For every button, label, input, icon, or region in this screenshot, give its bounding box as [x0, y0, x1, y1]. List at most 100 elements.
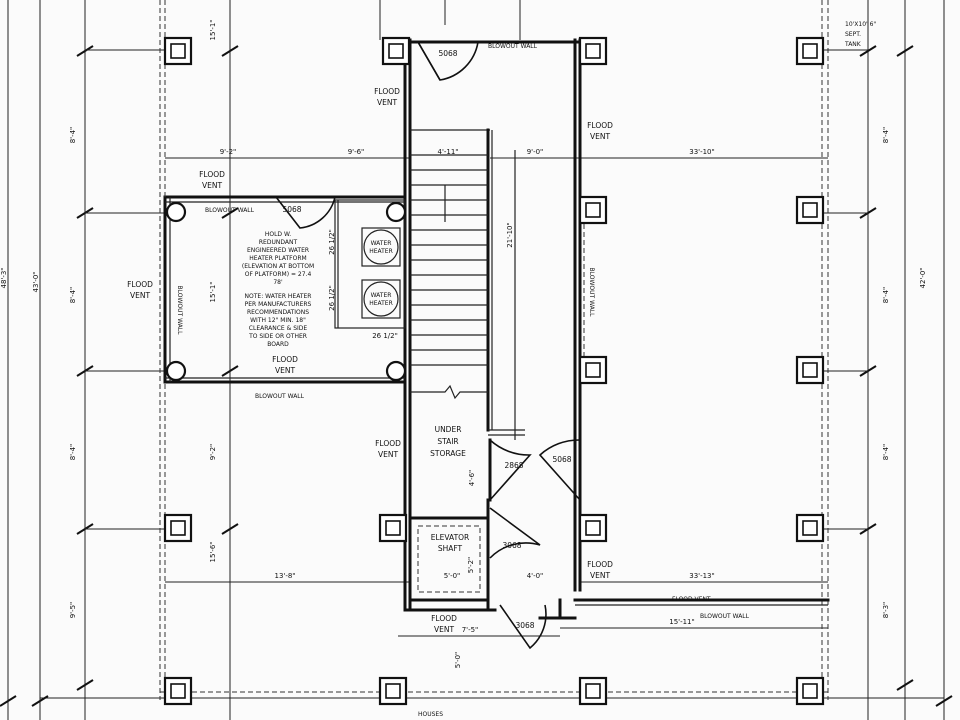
blowout-wall-label-wh: BLOWOUT WALL: [205, 207, 255, 214]
svg-text:HOLD W.: HOLD W.: [265, 231, 291, 238]
svg-text:(ELEVATION AT BOTTOM: (ELEVATION AT BOTTOM: [242, 263, 314, 270]
flood-vent-label: FLOOD: [587, 560, 613, 569]
svg-text:ENGINEERED WATER: ENGINEERED WATER: [247, 247, 309, 254]
dim-text: 8'-4": [882, 444, 890, 461]
dim-text: 8'-4": [882, 127, 890, 144]
pier: [381, 36, 411, 66]
dashed-perimeter: [159, 0, 829, 700]
flood-vent-label: VENT: [130, 291, 150, 300]
flood-vent-label: FLOOD: [375, 439, 401, 448]
dim-text: 15'-6": [209, 541, 217, 562]
round-piers: [165, 201, 407, 382]
water-heater-note-2: NOTE: WATER HEATER PER MANUFACTURERS REC…: [245, 293, 312, 348]
walls: [163, 38, 830, 620]
svg-text:BOARD: BOARD: [267, 341, 289, 348]
svg-text:OF PLATFORM) = 27.4: OF PLATFORM) = 27.4: [245, 271, 312, 278]
blowout-wall-label-lower: BLOWOUT WALL: [700, 613, 750, 620]
flood-vent-inline: FLOOD VENT: [672, 596, 711, 603]
dim-text: 48'-3": [0, 267, 8, 288]
water-heater-label: HEATER: [369, 248, 393, 255]
water-heater-label: WATER: [371, 292, 392, 299]
dim-text: 15'-11": [669, 618, 694, 626]
dim-text: 43'-0": [32, 271, 40, 292]
svg-text:PER MANUFACTURERS: PER MANUFACTURERS: [245, 301, 312, 308]
dim-text: 5'-0": [454, 652, 462, 669]
flood-vent-label: VENT: [202, 181, 222, 190]
septic-note: 10'X10' 6": [845, 21, 876, 28]
flood-vent-label: FLOOD: [127, 280, 153, 289]
horizontal-dim-lines: [85, 49, 868, 637]
dim-text: 26 1/2": [328, 285, 336, 311]
flood-vent-label: VENT: [378, 450, 398, 459]
pier: [578, 513, 608, 543]
dim-text: 15'-1": [209, 19, 217, 40]
flood-vent-label: FLOOD: [272, 355, 298, 364]
door-label-3068-bottom: 3068: [515, 621, 534, 630]
svg-text:REDUNDANT: REDUNDANT: [259, 239, 298, 246]
under-stair-label: STORAGE: [430, 449, 466, 458]
door-label-5068-lower: 5068: [552, 455, 571, 464]
pier: [795, 195, 825, 225]
svg-text:HEATER PLATFORM: HEATER PLATFORM: [249, 255, 306, 262]
blowout-wall-label-left: BLOWOUT WALL: [176, 286, 183, 336]
dim-text: 9'-6": [348, 148, 365, 156]
flood-vent-label: FLOOD: [374, 87, 400, 96]
pier: [578, 676, 608, 706]
dim-text: 8'-3": [882, 602, 890, 619]
dim-text: 8'-4": [882, 287, 890, 304]
pier: [795, 36, 825, 66]
pier: [163, 513, 193, 543]
dim-text: 15'-1": [209, 281, 217, 302]
water-heater-label: WATER: [371, 240, 392, 247]
dim-text: 9'-2": [220, 148, 237, 156]
left-dim-ticks: [0, 45, 239, 707]
pier: [578, 355, 608, 385]
svg-text:RECOMMENDATIONS: RECOMMENDATIONS: [247, 309, 309, 316]
stair-treads: [410, 154, 488, 400]
door-label-5068-top: 5068: [438, 49, 457, 58]
dim-text: 4'-6": [468, 470, 476, 487]
flood-vent-label: FLOOD: [587, 121, 613, 130]
dim-text: 9'-5": [69, 602, 77, 619]
water-heaters: [361, 227, 401, 319]
dim-text: 5'-0": [444, 572, 461, 580]
dim-text: 5'-2": [467, 557, 475, 574]
flood-vent-label: VENT: [590, 571, 610, 580]
flood-vent-label: VENT: [377, 98, 397, 107]
dim-text: 4'-11": [437, 148, 458, 156]
dim-text: 26 1/2": [372, 332, 398, 340]
water-heater-note-1: HOLD W. REDUNDANT ENGINEERED WATER HEATE…: [242, 231, 314, 286]
dim-text: 21'-10": [506, 222, 514, 247]
door-label-5068-wh: 5068: [282, 205, 301, 214]
right-dim-ticks: [859, 45, 953, 707]
septic-note: TANK: [844, 41, 862, 48]
doors: [275, 41, 581, 650]
svg-text:78': 78': [273, 279, 283, 286]
flood-vent-label: FLOOD: [199, 170, 225, 179]
pier: [795, 513, 825, 543]
dim-text: 13'-8": [274, 572, 295, 580]
svg-text:CLEARANCE & SIDE: CLEARANCE & SIDE: [249, 325, 308, 332]
elevator-label: SHAFT: [438, 544, 463, 553]
dim-text: 4'-0": [527, 572, 544, 580]
dim-text: 8'-4": [69, 287, 77, 304]
door-label-3068: 3068: [502, 541, 521, 550]
pier: [578, 36, 608, 66]
pier: [163, 36, 193, 66]
dim-text: 8'-4": [69, 444, 77, 461]
dim-text: 33'-10": [689, 148, 714, 156]
flood-vent-label: VENT: [434, 625, 454, 634]
labels: 5068 BLOWOUT WALL 5068 BLOWOUT WALL BLOW…: [127, 21, 876, 718]
flood-vent-label: FLOOD: [431, 614, 457, 623]
blowout-wall-label-bottom: BLOWOUT WALL: [255, 393, 305, 400]
pier: [578, 195, 608, 225]
under-stair-label: UNDER: [435, 425, 462, 434]
svg-text:WITH 12" MIN. 18": WITH 12" MIN. 18": [250, 317, 306, 324]
dim-text: 26 1/2": [328, 229, 336, 255]
dim-text: 7'-5": [462, 626, 479, 634]
bottom-note: HOUSES: [418, 711, 443, 718]
blowout-wall-label-right: BLOWOUT WALL: [588, 268, 595, 318]
dim-text: 9'-2": [209, 444, 217, 461]
dim-text: 8'-4": [69, 127, 77, 144]
